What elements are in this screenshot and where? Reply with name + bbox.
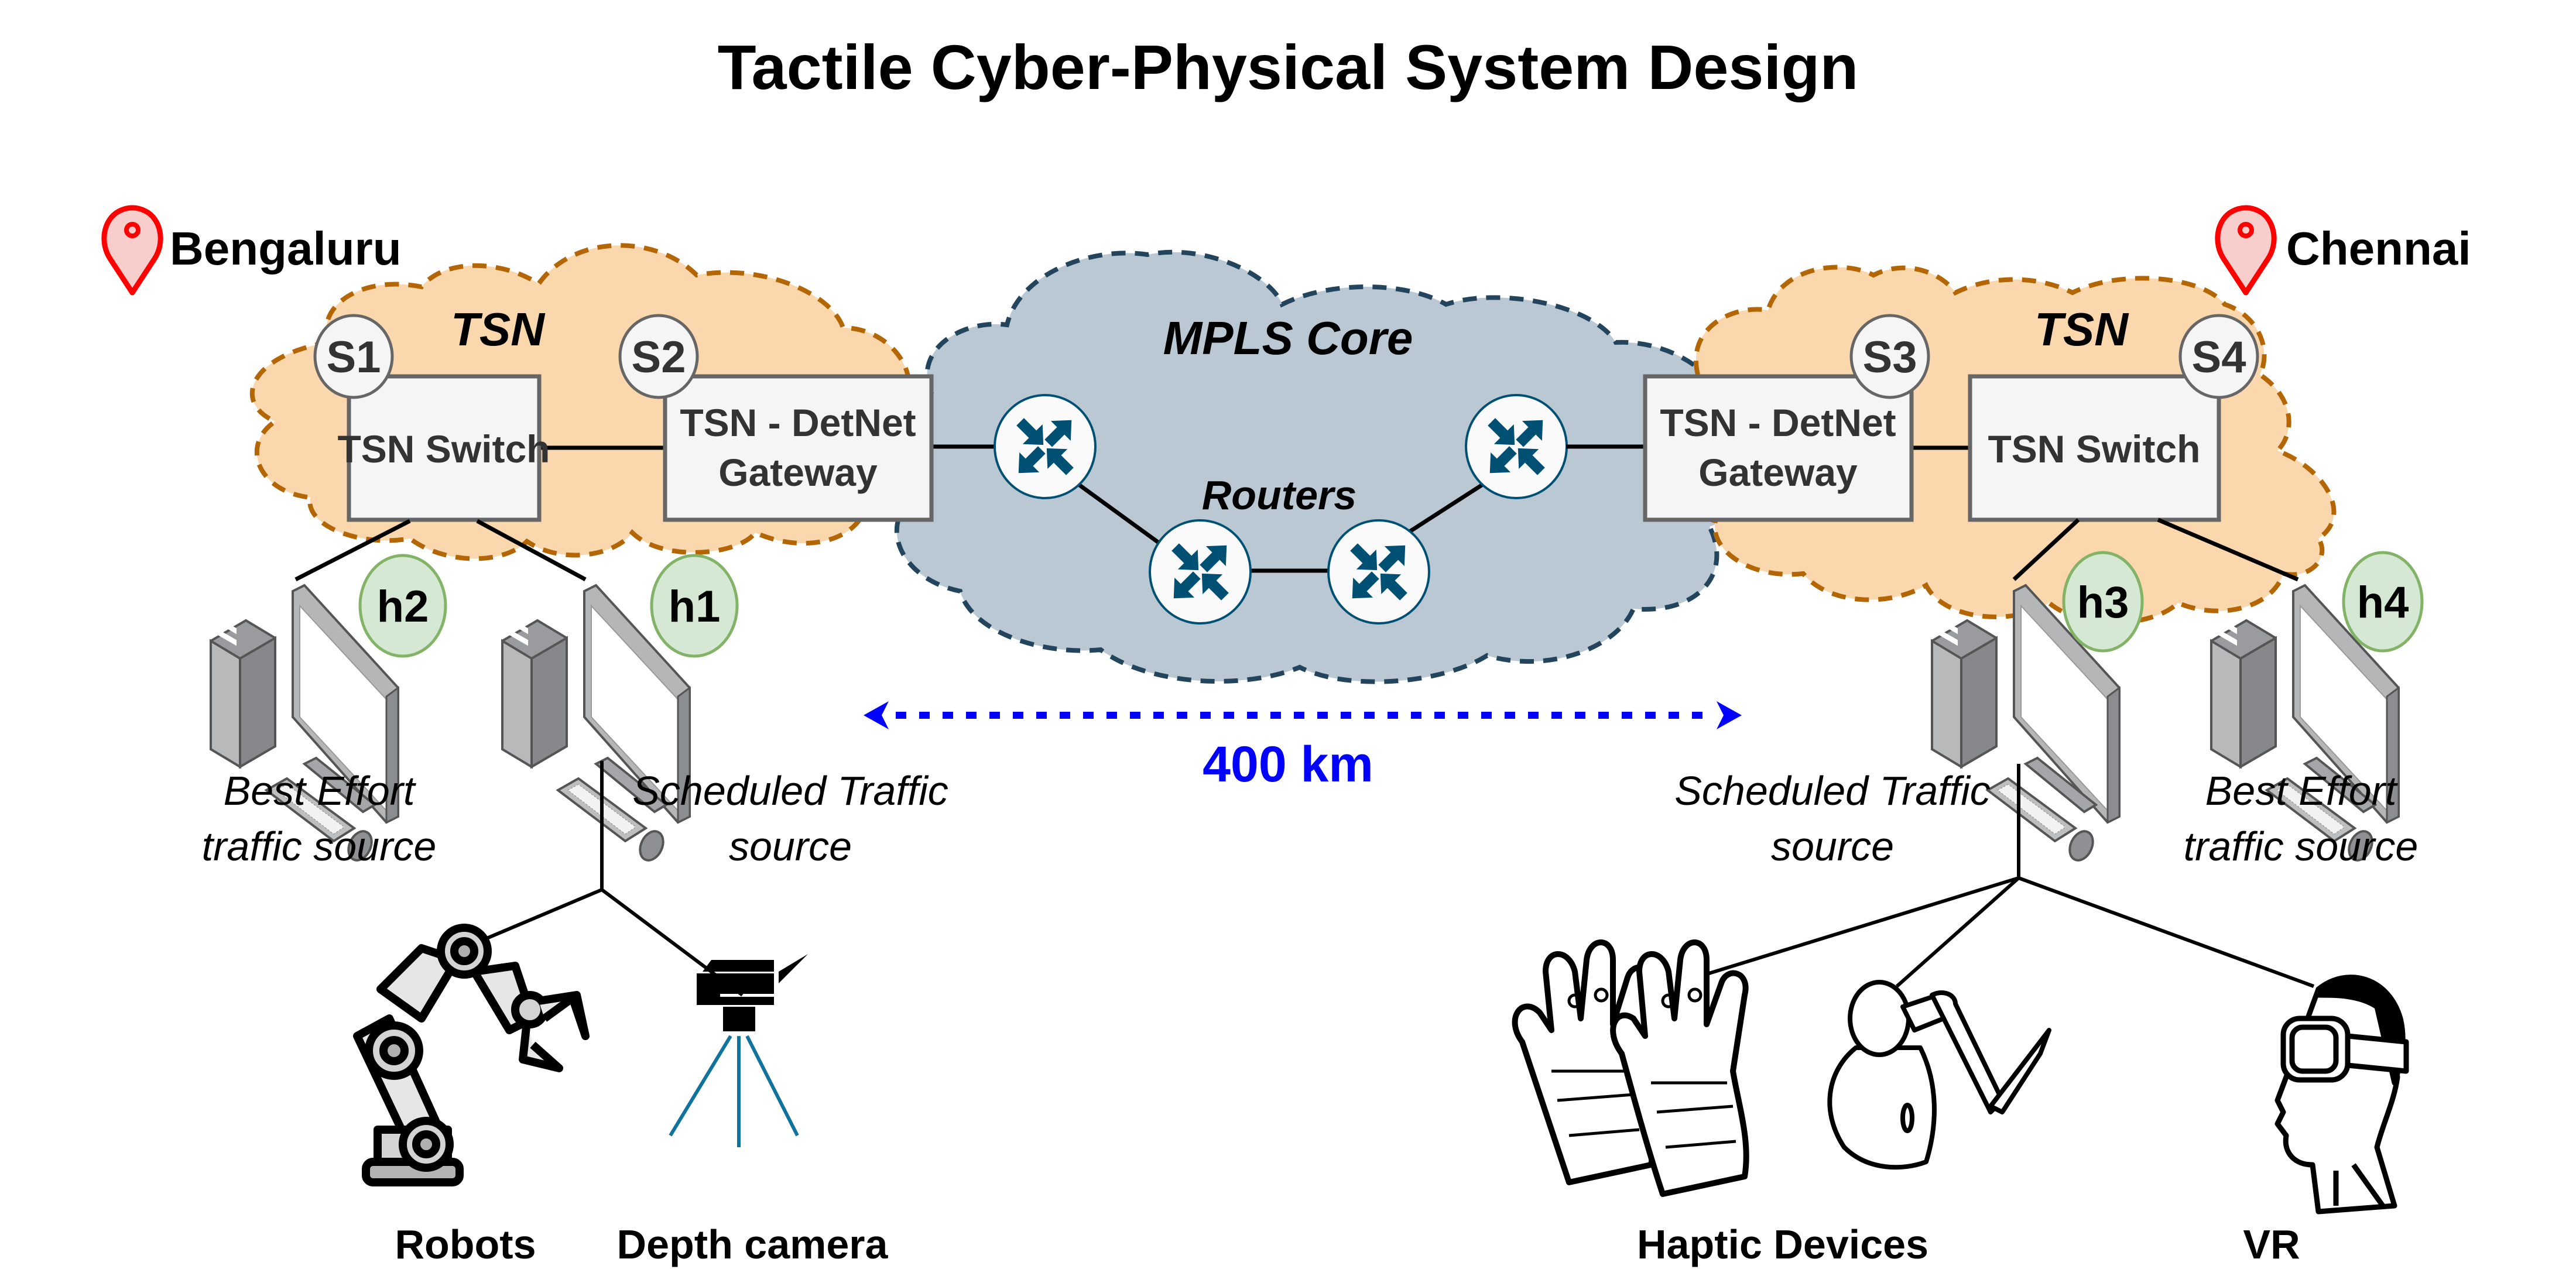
svg-text:S1: S1: [327, 332, 381, 382]
device-label-depth-camera: Depth camera: [617, 1222, 889, 1267]
mpls-core-cloud: [888, 249, 1749, 684]
location-pin-icon-bengaluru: [104, 208, 160, 293]
distance-arrow: [864, 701, 1742, 729]
host-h1-desc-line2: source: [729, 824, 852, 869]
router-icon-2[interactable]: [1149, 519, 1252, 625]
tsn-switch-s4-label: TSN Switch: [1988, 427, 2200, 471]
routers-label: Routers: [1202, 472, 1356, 518]
svg-text:h2: h2: [377, 582, 429, 632]
city-label-chennai: Chennai: [2286, 222, 2471, 275]
link-s1-h1: [476, 519, 587, 582]
router-icon-1[interactable]: [994, 394, 1097, 499]
host-h4-desc-line1: Best Effort: [2205, 768, 2398, 814]
link-s4-h3: [2012, 518, 2080, 581]
switch-badge-s2: S2: [618, 314, 699, 399]
distance-label: 400 km: [1203, 736, 1373, 793]
device-label-robots: Robots: [395, 1222, 536, 1267]
tsn-cloud-label-left: TSN: [451, 303, 546, 355]
city-label-bengaluru: Bengaluru: [170, 222, 402, 275]
host-badge-h4: h4: [2342, 551, 2424, 653]
router-icon-4[interactable]: [1465, 394, 1568, 499]
haptic-arm-device-icon: [1827, 980, 2051, 1170]
svg-text:h3: h3: [2077, 578, 2129, 627]
host-badge-h1: h1: [650, 554, 739, 658]
gateway-s2[interactable]: TSN - DetNet Gateway: [663, 374, 934, 522]
host-h3-desc-line1: Scheduled Traffic: [1674, 768, 1991, 814]
link-h3-gloves: [1686, 876, 2019, 982]
link-h3-vr: [2017, 876, 2315, 988]
device-label-vr: VR: [2243, 1222, 2300, 1267]
svg-text:S4: S4: [2192, 332, 2246, 382]
link-h3-haptic-arm: [1896, 876, 2020, 988]
link-router1-router2: [1075, 482, 1167, 549]
depth-camera-icon: [669, 954, 808, 1147]
host-h4-desc-line2: traffic source: [2184, 824, 2419, 869]
device-links: [476, 761, 2315, 997]
vr-headset-person-icon: [2274, 975, 2409, 1215]
gateway-s2-label-line2: Gateway: [718, 451, 878, 494]
location-pin-icon-chennai: [2218, 208, 2274, 293]
link-s4-h4: [2157, 517, 2299, 582]
svg-text:S3: S3: [1863, 332, 1917, 382]
link-s1-h2: [294, 519, 411, 582]
mpls-core-label: MPLS Core: [1163, 312, 1413, 364]
gateway-s3-label-line1: TSN - DetNet: [1660, 401, 1896, 444]
host-badge-h2: h2: [358, 554, 447, 658]
tsn-switch-s4[interactable]: TSN Switch: [1968, 374, 2221, 522]
device-label-haptic-devices: Haptic Devices: [1637, 1222, 1928, 1267]
host-links: [294, 517, 2299, 582]
switch-badge-s4: S4: [2178, 314, 2259, 399]
host-h3-desc-line2: source: [1771, 824, 1894, 869]
tsn-switch-s1-label: TSN Switch: [337, 427, 550, 471]
haptic-gloves-icon: [1512, 939, 1749, 1197]
switch-badge-s1: S1: [313, 314, 394, 399]
svg-text:S2: S2: [632, 332, 686, 382]
tsn-switch-s1[interactable]: TSN Switch: [337, 374, 550, 522]
gateway-s2-label-line1: TSN - DetNet: [680, 401, 916, 444]
svg-text:h4: h4: [2357, 578, 2409, 627]
gateway-s3[interactable]: TSN - DetNet Gateway: [1643, 374, 1914, 522]
page-title: Tactile Cyber-Physical System Design: [718, 32, 1859, 102]
host-h2-desc-line2: traffic source: [202, 824, 437, 869]
switch-badge-s3: S3: [1849, 314, 1930, 399]
tsn-cloud-label-right: TSN: [2034, 303, 2129, 355]
gateway-s3-label-line2: Gateway: [1698, 451, 1858, 494]
link-h1-robots: [476, 888, 603, 944]
robot-arm-icon: [353, 924, 590, 1186]
host-h2-desc-line1: Best Effort: [224, 768, 416, 814]
router-icon-3[interactable]: [1327, 519, 1430, 625]
host-h1-desc-line1: Scheduled Traffic: [632, 768, 948, 814]
host-badge-h3: h3: [2062, 551, 2144, 653]
svg-text:h1: h1: [669, 582, 721, 632]
link-router3-router4: [1409, 480, 1488, 533]
